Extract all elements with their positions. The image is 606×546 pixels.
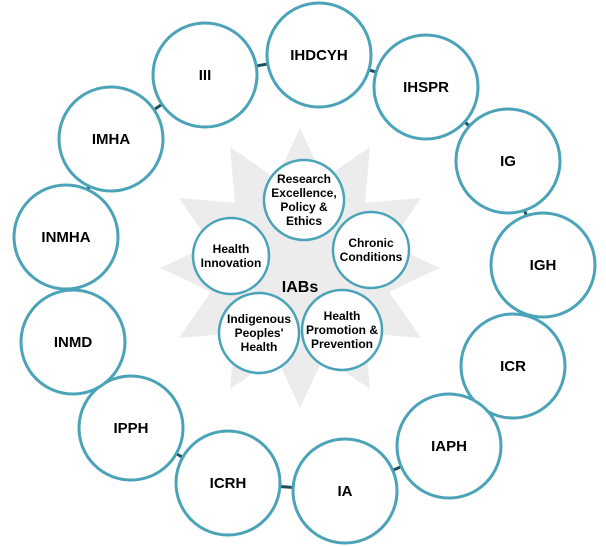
- outer-label-ihdcyh: IHDCYH: [290, 47, 348, 64]
- outer-node-ia: IA: [291, 437, 399, 545]
- outer-label-iaph: IAPH: [431, 438, 467, 455]
- inner-label-promotion-line-1: Promotion &: [306, 323, 378, 337]
- inner-circle-indigenous: [217, 291, 301, 375]
- inner-label-promotion-line-0: Health: [324, 309, 361, 323]
- outer-node-icrh: ICRH: [174, 429, 282, 537]
- outer-label-iii: III: [199, 67, 212, 84]
- background-star: [160, 128, 440, 408]
- outer-node-iii: III: [151, 21, 259, 129]
- outer-node-inmd: INMD: [19, 288, 127, 396]
- outer-circle-imha: [57, 85, 165, 193]
- inner-label-innovation-line-0: Health: [213, 242, 250, 256]
- outer-label-inmha: INMHA: [41, 229, 90, 246]
- outer-label-inmd: INMD: [54, 334, 92, 351]
- outer-label-ia: IA: [338, 483, 353, 500]
- outer-circle-iaph: [395, 392, 503, 500]
- outer-node-inmha: INMHA: [12, 183, 120, 291]
- outer-label-igh: IGH: [530, 257, 557, 274]
- center-label: IABs: [282, 279, 319, 296]
- inner-label-chronic-line-1: Conditions: [340, 250, 403, 264]
- outer-label-icrh: ICRH: [210, 475, 247, 492]
- inner-label-chronic-line-0: Chronic: [348, 236, 394, 250]
- outer-node-ihdcyh: IHDCYH: [265, 1, 373, 109]
- outer-circle-ig: [454, 107, 562, 215]
- outer-node-ig: IG: [454, 107, 562, 215]
- outer-node-ihspr: IHSPR: [372, 33, 480, 141]
- outer-circle-igh: [489, 211, 597, 319]
- outer-ring: IHDCYH IHSPR IG IGH ICR IAPH IA ICRH IPPH INMD INM…: [12, 1, 597, 545]
- inner-label-research-line-2: Policy &: [280, 200, 328, 214]
- inner-label-research-line-1: Excellence,: [271, 186, 336, 200]
- inner-circle-promotion: [300, 288, 384, 372]
- outer-circle-ihdcyh: [265, 1, 373, 109]
- outer-circle-inmha: [12, 183, 120, 291]
- outer-circle-ia: [291, 437, 399, 545]
- inner-label-promotion-line-2: Prevention: [311, 337, 373, 351]
- outer-label-imha: IMHA: [92, 131, 130, 148]
- outer-node-igh: IGH: [489, 211, 597, 319]
- outer-circle-ihspr: [372, 33, 480, 141]
- inner-circle-research: [262, 158, 346, 242]
- inner-circle-chronic: [331, 210, 411, 290]
- outer-label-icr: ICR: [500, 358, 526, 375]
- inner-label-indigenous-line-2: Health: [241, 340, 278, 354]
- outer-label-ihspr: IHSPR: [403, 79, 449, 96]
- inner-label-indigenous-line-1: Peoples': [235, 326, 284, 340]
- outer-circle-icr: [459, 312, 567, 420]
- inner-label-research-line-0: Research: [277, 172, 331, 186]
- outer-label-ig: IG: [500, 153, 516, 170]
- outer-node-imha: IMHA: [57, 85, 165, 193]
- outer-circle-ipph: [77, 374, 185, 482]
- inner-label-indigenous-line-0: Indigenous: [227, 312, 291, 326]
- outer-label-ipph: IPPH: [113, 420, 148, 437]
- outer-node-icr: ICR: [459, 312, 567, 420]
- inner-circle-innovation: [191, 216, 271, 296]
- outer-circle-iii: [151, 21, 259, 129]
- inner-label-innovation-line-1: Innovation: [201, 256, 262, 270]
- outer-node-iaph: IAPH: [395, 392, 503, 500]
- outer-node-ipph: IPPH: [77, 374, 185, 482]
- outer-circle-icrh: [174, 429, 282, 537]
- inner-label-research-line-3: Ethics: [286, 214, 322, 228]
